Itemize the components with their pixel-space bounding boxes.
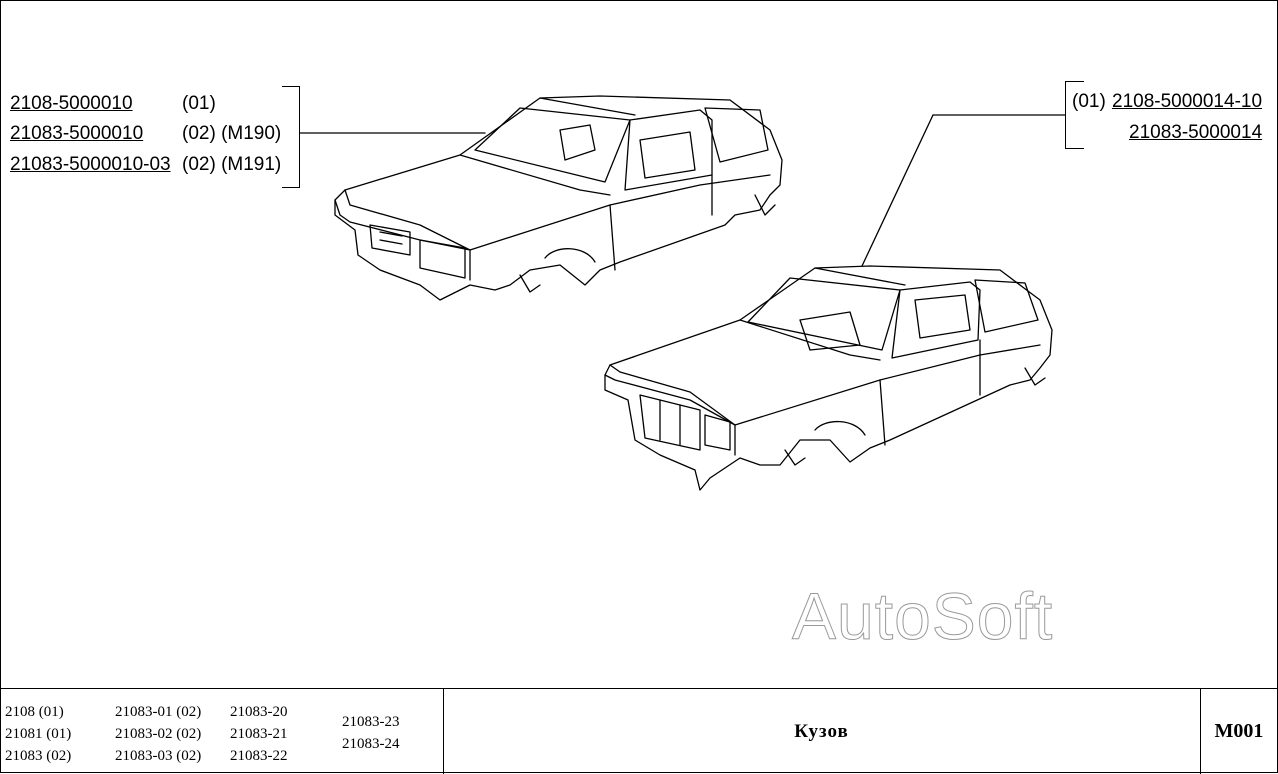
model-label: 21083-03 (02) [115,748,202,764]
model-label: 21083-02 (02) [115,726,202,742]
models-cell [0,689,444,774]
model-label: 21083-01 (02) [115,704,202,720]
variant-code: (02) (М190) [182,123,282,144]
model-label: 21083 (02) [5,748,72,764]
part-number-21083-5000014[interactable]: 21083-5000014 [1129,122,1263,143]
part-number-2108-5000010[interactable]: 2108-5000010 [10,93,133,114]
model-label: 21083-20 [230,704,288,720]
variant-code: (02) (М191) [182,154,282,175]
car-body-illustration [299,95,1066,491]
autosoft-watermark: AutoSoft [791,579,1054,654]
model-label: 21083-23 [342,714,400,730]
variant-code: (01) [1072,91,1106,112]
part-number-21083-5000010-03[interactable]: 21083-5000010-03 [10,154,171,175]
variant-code: (01) [182,93,216,114]
right-group-bracket [1065,81,1084,149]
model-label: 21083-24 [342,736,400,752]
model-label: 2108 (01) [5,704,64,720]
model-label: 21083-21 [230,726,288,742]
car-body-painted-drawing [334,95,783,301]
model-label: 21083-22 [230,748,288,764]
title-cell [443,689,1201,774]
model-label: 21081 (01) [5,726,72,742]
left-group-bracket [282,86,300,188]
page-code: M001 [1214,720,1264,742]
section-title: Кузов [794,720,849,742]
car-body-frame-drawing [604,265,1053,491]
part-number-21083-5000010[interactable]: 21083-5000010 [10,123,144,144]
footer-table: 2108 (01) 21081 (01) 21083 (02) 21083-01… [0,688,1278,774]
leader-line-right-d [861,114,934,267]
part-number-2108-5000014-10[interactable]: 2108-5000014-10 [1112,91,1263,112]
